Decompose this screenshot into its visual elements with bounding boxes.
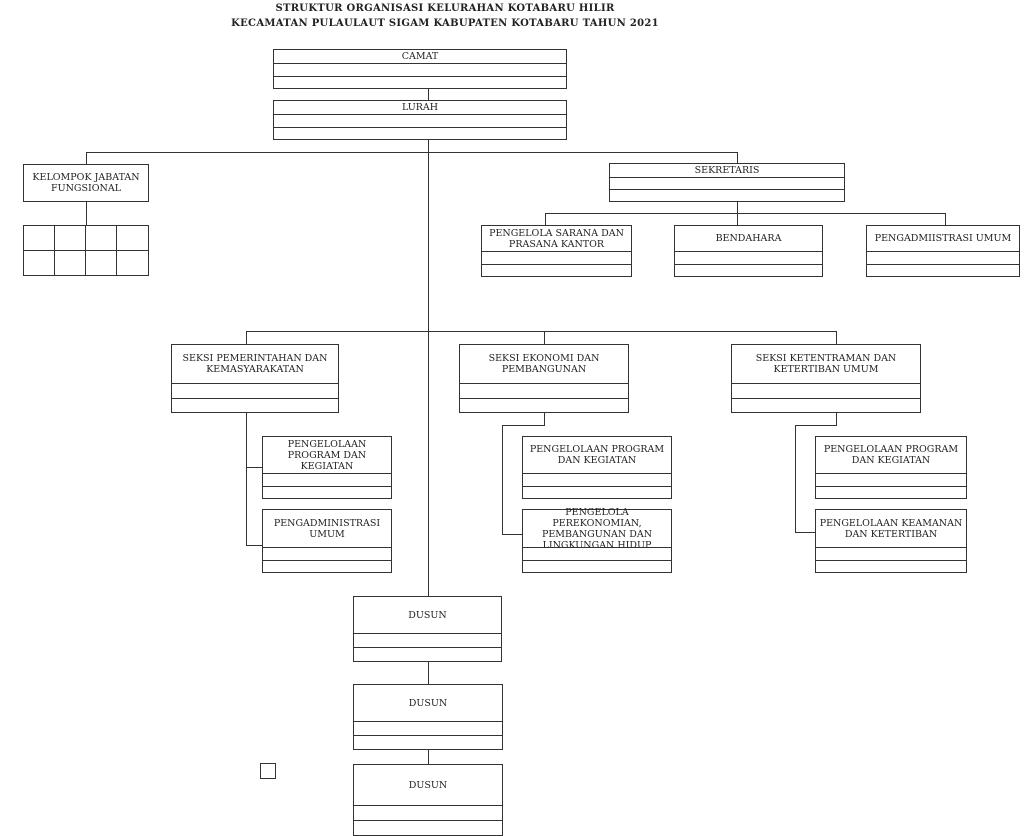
pem-pengadministrasi-umum-box: PENGADMINISTRASI UMUM xyxy=(262,509,392,573)
small-square-icon xyxy=(260,763,276,779)
seksi-ketentraman-label: SEKSI KETENTRAMAN DAN KETERTIBAN UMUM xyxy=(755,353,897,375)
dusun-box-1: DUSUN xyxy=(353,596,502,662)
ket-pengelolaan-program-box: PENGELOLAAN PROGRAM DAN KEGIATAN xyxy=(815,436,967,499)
ket-pengelolaan-keamanan-box: PENGELOLAAN KEAMANAN DAN KETERTIBAN xyxy=(815,509,967,573)
dusun-box-3: DUSUN xyxy=(353,764,503,836)
connector-eko-perek xyxy=(502,534,523,535)
connector-ket-keam xyxy=(795,532,816,533)
bendahara-label: BENDAHARA xyxy=(715,233,782,244)
connector-ket-sub xyxy=(795,425,796,533)
sekretaris-box: SEKRETARIS xyxy=(609,163,845,202)
connector-seksi-ket xyxy=(836,331,837,344)
eko-pengelola-perekonomian-box: PENGELOLA PEREKONOMIAN, PEMBANGUNAN DAN … xyxy=(522,506,672,573)
connector-kelompok-grid xyxy=(86,201,87,225)
connector-seksi-eko xyxy=(544,331,545,344)
connector-eko-horizontal xyxy=(502,425,545,426)
camat-label: CAMAT xyxy=(401,51,439,62)
lurah-label: LURAH xyxy=(401,102,439,113)
seksi-pemerintahan-label: SEKSI PEMERINTAHAN DAN KEMASYARAKATAN xyxy=(182,353,328,375)
connector-bendahara xyxy=(737,213,738,225)
connector-eko-down xyxy=(544,412,545,425)
seksi-ekonomi-label: SEKSI EKONOMI DAN PEMBANGUNAN xyxy=(488,353,600,375)
kelompok-jabatan-fungsional-label: KELOMPOK JABATAN FUNGSIONAL xyxy=(32,172,140,194)
ket-pengelolaan-program-label: PENGELOLAAN PROGRAM DAN KEGIATAN xyxy=(823,444,959,466)
lurah-box: LURAH xyxy=(273,100,567,140)
connector-dusun2-dusun3 xyxy=(428,749,429,764)
connector-seksi-horizontal xyxy=(246,331,837,332)
connector-ket-down xyxy=(836,412,837,425)
connector-eko-sub xyxy=(502,425,503,535)
connector-pem-prog xyxy=(246,467,263,468)
connector-pem-adm xyxy=(246,545,263,546)
connector-sekretaris-down xyxy=(737,201,738,213)
eko-pengelolaan-program-label: PENGELOLAAN PROGRAM DAN KEGIATAN xyxy=(529,444,665,466)
connector-pengadm-sek xyxy=(945,213,946,225)
connector-camat-lurah xyxy=(428,88,429,101)
connector-seksi-pem xyxy=(246,331,247,344)
connector-sarana xyxy=(545,213,546,225)
connector-ket-horizontal xyxy=(795,425,837,426)
dusun-label-3: DUSUN xyxy=(408,779,448,791)
camat-box: CAMAT xyxy=(273,49,567,89)
ket-pengelolaan-keamanan-label: PENGELOLAAN KEAMANAN DAN KETERTIBAN xyxy=(819,517,963,540)
connector-staff-horizontal xyxy=(545,213,946,214)
connector-kelompok xyxy=(86,152,87,164)
sekretaris-label: SEKRETARIS xyxy=(694,165,760,176)
chart-title-line1: STRUKTUR ORGANISASI KELURAHAN KOTABARU H… xyxy=(275,3,615,14)
dusun-label-2: DUSUN xyxy=(408,697,448,709)
connector-dusun1-dusun2 xyxy=(428,661,429,684)
chart-title-line2: KECAMATAN PULAULAUT SIGAM KABUPATEN KOTA… xyxy=(231,18,659,29)
pem-pengelolaan-program-label: PENGELOLAAN PROGRAM DAN KEGIATAN xyxy=(287,438,367,472)
eko-pengelola-perekonomian-label: PENGELOLA PEREKONOMIAN, PEMBANGUNAN DAN … xyxy=(541,506,653,551)
dusun-label-1: DUSUN xyxy=(408,609,447,621)
connector-sekretaris xyxy=(737,152,738,164)
pem-pengadministrasi-umum-label: PENGADMINISTRASI UMUM xyxy=(273,517,381,540)
dusun-box-2: DUSUN xyxy=(353,684,503,750)
kelompok-grid xyxy=(23,225,149,276)
seksi-pemerintahan-box: SEKSI PEMERINTAHAN DAN KEMASYARAKATAN xyxy=(171,344,339,413)
pengadministrasi-umum-sekretariat-label: PENGADMIISTRASI UMUM xyxy=(874,233,1012,244)
pem-pengelolaan-program-box: PENGELOLAAN PROGRAM DAN KEGIATAN xyxy=(262,436,392,499)
seksi-ekonomi-box: SEKSI EKONOMI DAN PEMBANGUNAN xyxy=(459,344,629,413)
pengelola-sarana-box: PENGELOLA SARANA DAN PRASANA KANTOR xyxy=(481,225,632,277)
seksi-ketentraman-box: SEKSI KETENTRAMAN DAN KETERTIBAN UMUM xyxy=(731,344,921,413)
eko-pengelolaan-program-box: PENGELOLAAN PROGRAM DAN KEGIATAN xyxy=(522,436,672,499)
connector-pem-sub xyxy=(246,412,247,546)
kelompok-jabatan-fungsional-box: KELOMPOK JABATAN FUNGSIONAL xyxy=(23,164,149,202)
bendahara-box: BENDAHARA xyxy=(674,225,823,277)
connector-lurah-down xyxy=(428,139,429,597)
pengadministrasi-umum-sekretariat-box: PENGADMIISTRASI UMUM xyxy=(866,225,1020,277)
connector-top-horizontal xyxy=(86,152,738,153)
pengelola-sarana-label: PENGELOLA SARANA DAN PRASANA KANTOR xyxy=(489,227,624,250)
